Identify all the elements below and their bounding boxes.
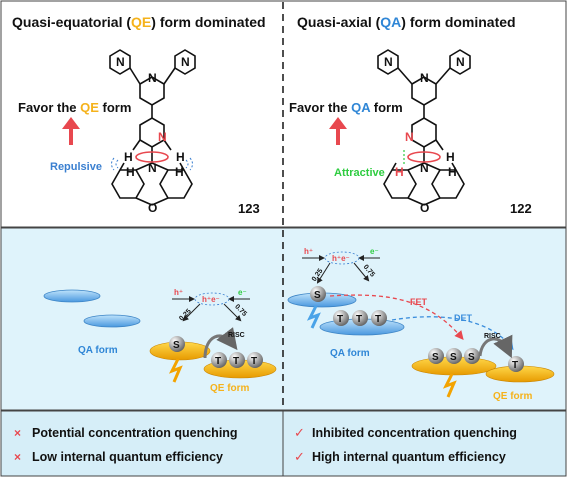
svg-text:H: H — [446, 150, 455, 164]
svg-text:H: H — [176, 150, 185, 164]
svg-text:T: T — [356, 314, 362, 325]
left-molecule — [109, 49, 196, 206]
right-molecule — [377, 49, 471, 206]
svg-text:N: N — [181, 55, 190, 69]
right-he-pair: h⁺e⁻ — [332, 254, 350, 263]
svg-text:O: O — [148, 201, 157, 215]
svg-text:T: T — [512, 360, 518, 371]
right-qa-t-balls: T T T — [333, 310, 387, 326]
left-risc-label: RISC — [228, 332, 245, 339]
bottom-right-list: ✓ Inhibited concentration quenching ✓ Hi… — [294, 425, 517, 464]
svg-text:O: O — [420, 201, 429, 215]
right-compound-number: 122 — [510, 201, 532, 216]
svg-text:S: S — [450, 352, 457, 363]
right-h-plus: h⁺ — [304, 247, 313, 256]
svg-text:T: T — [233, 356, 239, 367]
bottom-right-item: High internal quantum efficiency — [312, 450, 506, 464]
svg-text:T: T — [251, 356, 257, 367]
svg-text:N: N — [456, 55, 465, 69]
svg-text:N: N — [420, 71, 429, 85]
svg-text:T: T — [215, 356, 221, 367]
left-compound-number: 123 — [238, 201, 260, 216]
left-qe-form-label: QE form — [210, 383, 250, 394]
svg-text:T: T — [337, 314, 343, 325]
svg-text:S: S — [468, 352, 475, 363]
svg-text:H: H — [126, 165, 135, 179]
left-recombination-scheme — [172, 292, 250, 322]
right-e-minus: e⁻ — [370, 247, 379, 256]
right-qe-t-ball: T — [508, 356, 524, 372]
svg-text:S: S — [173, 340, 180, 351]
right-risc-arrow-icon — [478, 334, 513, 359]
svg-text:H: H — [124, 150, 133, 164]
right-qa-form-label: QA form — [330, 348, 370, 359]
svg-text:S: S — [314, 290, 321, 301]
left-up-arrow-icon — [62, 117, 80, 145]
right-qe-form-label: QE form — [493, 391, 533, 402]
svg-text:N: N — [420, 161, 429, 175]
svg-text:N: N — [148, 71, 157, 85]
bottom-left-item: Low internal quantum efficiency — [32, 450, 223, 464]
svg-text:N: N — [148, 161, 157, 175]
svg-text:T: T — [375, 314, 381, 325]
bottom-right-item: Inhibited concentration quenching — [312, 426, 517, 440]
bottom-left-list: × Potential concentration quenching × Lo… — [14, 426, 238, 464]
left-t-balls: T T T — [211, 352, 263, 368]
check-icon: ✓ — [294, 449, 305, 464]
svg-text:H: H — [175, 165, 184, 179]
right-det-arrow-icon — [391, 316, 514, 351]
right-fet-label: FET — [410, 297, 428, 307]
svg-text:H: H — [395, 165, 404, 179]
svg-text:N: N — [158, 130, 167, 144]
left-rotation-arrow-icon — [135, 151, 169, 163]
left-atom-labels: N N N N N O H H H H — [116, 55, 190, 215]
right-title: Quasi-axial (QA) form dominated — [297, 14, 516, 30]
left-qa-form-label: QA form — [78, 345, 118, 356]
right-qe-s-balls: S S S — [428, 348, 480, 364]
bottom-left-item: Potential concentration quenching — [32, 426, 238, 440]
right-favor-label: Favor the QA form — [289, 100, 403, 115]
right-fet-arrow-icon — [329, 294, 464, 340]
left-h-plus: h⁺ — [174, 288, 183, 297]
right-det-label: DET — [454, 313, 473, 323]
left-qa-discs — [43, 289, 141, 328]
left-favor-label: Favor the QE form — [18, 100, 131, 115]
right-up-arrow-icon — [329, 117, 347, 145]
left-title: Quasi-equatorial (QE) form dominated — [12, 14, 266, 30]
right-risc-label: RISC — [484, 333, 501, 340]
svg-text:N: N — [116, 55, 125, 69]
left-repulsive-marks — [111, 157, 193, 171]
left-e-minus: e⁻ — [238, 288, 247, 297]
svg-text:H: H — [448, 165, 457, 179]
right-interaction-label: Attractive — [334, 167, 385, 179]
svg-text:N: N — [384, 55, 393, 69]
left-he-pair: h⁺e⁻ — [202, 295, 220, 304]
left-s-ball: S — [169, 336, 185, 352]
check-icon: ✓ — [294, 425, 305, 440]
svg-text:N: N — [405, 130, 414, 144]
svg-text:S: S — [432, 352, 439, 363]
right-recombination-scheme — [302, 251, 380, 284]
right-qa-s-ball: S — [310, 286, 326, 302]
left-risc-arrow-icon — [203, 327, 238, 359]
right-rotation-arrow-icon — [407, 151, 441, 163]
cross-icon: × — [14, 450, 21, 464]
cross-icon: × — [14, 426, 21, 440]
right-atom-labels: N N N N N O H H H — [384, 55, 465, 215]
left-interaction-label: Repulsive — [50, 161, 102, 173]
